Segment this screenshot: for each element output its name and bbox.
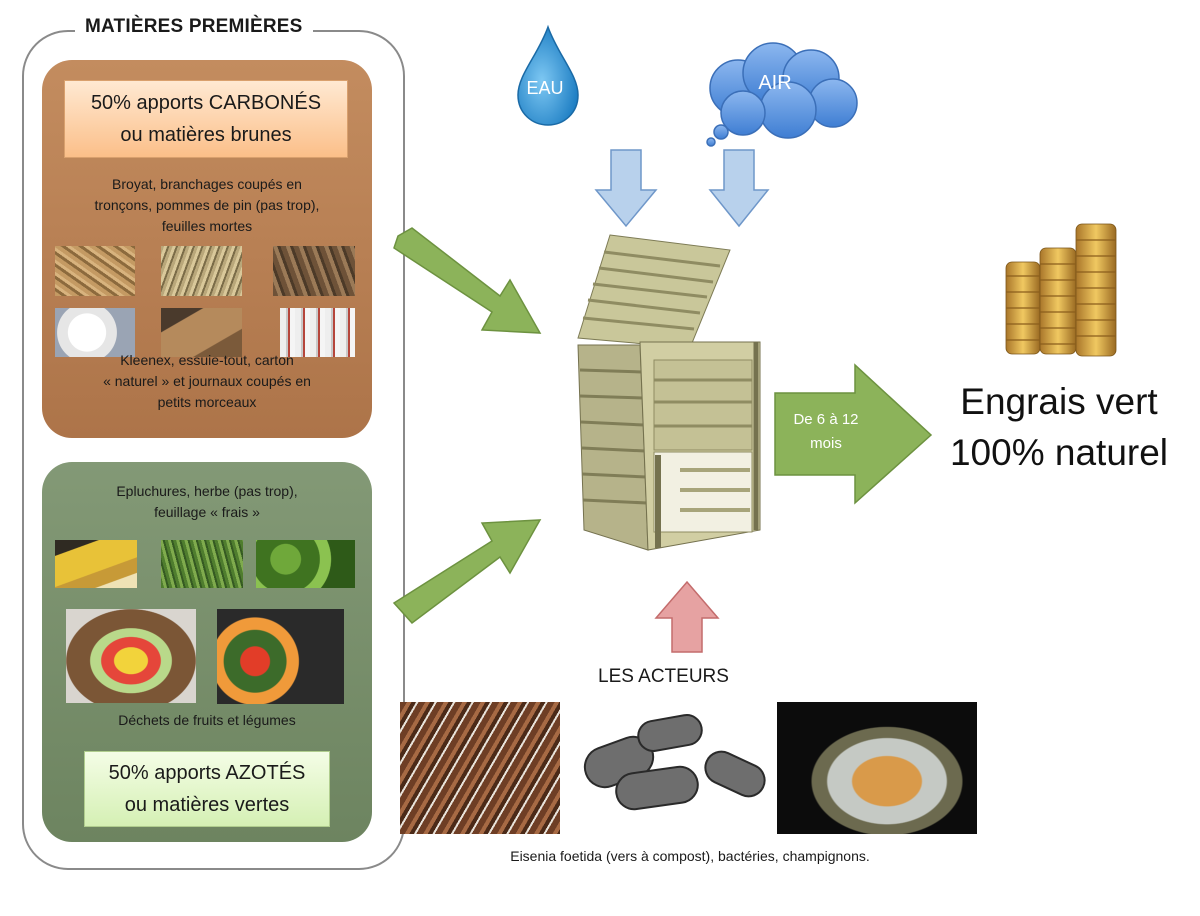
carbon-description-line3: feuilles mortes — [161, 218, 253, 234]
carbon-description2-line2: « naturel » et journaux coupés en — [103, 373, 311, 389]
carbon-description: Broyat, branchages coupés en tronçons, p… — [52, 174, 362, 237]
cardboard-photo — [161, 308, 242, 357]
duration-label: De 6 à 12 mois — [780, 408, 872, 456]
actors-label: LES ACTEURS — [598, 666, 729, 687]
water-down-arrow-icon — [594, 149, 658, 228]
carbon-title-line2: ou matières brunes — [120, 124, 292, 146]
air-label: AIR — [758, 72, 792, 94]
bacteria-image — [583, 714, 766, 811]
actors-up-arrow-icon — [654, 580, 720, 653]
nitrogen-description-line1: Epluchures, herbe (pas trop), — [116, 483, 298, 499]
carbon-description2-line1: Kleenex, essuie-tout, carton — [120, 352, 294, 368]
air-cloud-icon — [706, 42, 858, 147]
air-down-arrow-icon — [708, 149, 770, 228]
raw-materials-title: MATIÈRES PREMIÈRES — [75, 16, 313, 38]
carbon-description-line1: Broyat, branchages coupés en — [112, 176, 302, 192]
carbon-description-line2: tronçons, pommes de pin (pas trop), — [94, 197, 320, 213]
carbon-description2-line3: petits morceaux — [157, 394, 257, 410]
tissue-photo — [55, 308, 135, 357]
composter-image — [577, 234, 761, 551]
water-drop-icon — [517, 24, 579, 126]
fruit-basket-photo — [66, 609, 196, 703]
carbon-title-box: 50% apports CARBONÉS ou matières brunes — [64, 80, 348, 158]
duration-line2: mois — [810, 435, 842, 452]
carbon-description-2: Kleenex, essuie-tout, carton « naturel »… — [52, 350, 362, 413]
newspaper-photo — [280, 308, 355, 357]
wood-chips-photo — [55, 246, 135, 296]
carbon-input-arrow-icon — [393, 227, 542, 334]
result-text: Engrais vert 100% naturel — [928, 376, 1190, 478]
dead-leaves-photo — [273, 246, 355, 296]
nitrogen-title-line1: 50% apports AZOTÉS — [108, 762, 306, 784]
result-line1: Engrais vert — [960, 381, 1158, 422]
duration-arrow-icon — [774, 363, 933, 505]
worms-photo — [400, 702, 560, 834]
foliage-photo — [256, 540, 355, 588]
water-label: EAU — [526, 78, 564, 98]
duration-line1: De 6 à 12 — [793, 411, 859, 428]
nitrogen-title-line2: ou matières vertes — [124, 794, 290, 816]
branches-photo — [161, 246, 242, 296]
coins-stack-image — [1005, 223, 1117, 357]
carbon-title-line1: 50% apports CARBONÉS — [90, 92, 322, 114]
vegetables-photo — [217, 609, 344, 704]
nitrogen-description: Epluchures, herbe (pas trop), feuillage … — [52, 481, 362, 523]
nitrogen-caption: Déchets de fruits et légumes — [118, 712, 296, 728]
grass-photo — [161, 540, 243, 588]
peelings-photo — [55, 540, 137, 588]
fungi-photo — [777, 702, 977, 834]
nitrogen-title-box: 50% apports AZOTÉS ou matières vertes — [84, 751, 330, 827]
actors-caption: Eisenia foetida (vers à compost), bactér… — [510, 848, 870, 864]
result-line2: 100% naturel — [949, 432, 1169, 473]
nitrogen-input-arrow-icon — [392, 519, 542, 625]
nitrogen-description-line2: feuillage « frais » — [154, 504, 260, 520]
